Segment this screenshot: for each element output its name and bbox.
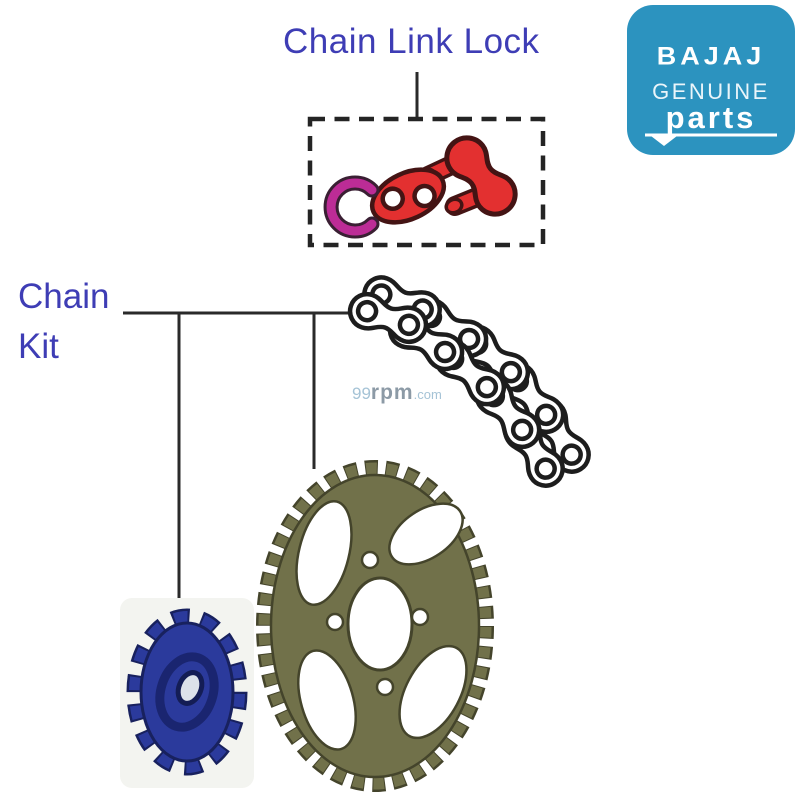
watermark-rpm: rpm	[370, 381, 414, 404]
logo-genuine-text: GENUINE	[652, 79, 770, 104]
front-sprocket-icon	[120, 598, 254, 788]
watermark-dotcom: .com	[413, 387, 442, 402]
chain-link-lock-parts	[323, 135, 518, 239]
watermark-num: 99	[352, 384, 371, 403]
chain-kit-label: Chain Kit	[18, 272, 109, 372]
logo-parts-text: parts	[665, 100, 757, 135]
bajaj-genuine-parts-logo: BAJAJ GENUINE parts	[627, 5, 795, 155]
chain-link-lock-box	[307, 116, 546, 248]
watermark: 99rpm.com	[352, 381, 442, 405]
callout-lines	[123, 72, 419, 611]
chain-kit-label-line1: Chain	[18, 277, 110, 316]
chain-link-lock-label: Chain Link Lock	[283, 22, 540, 61]
logo-underline	[645, 133, 777, 146]
rear-sprocket-icon	[256, 460, 494, 792]
chain-kit-label-line2: Kit	[18, 327, 59, 366]
link-plate-icon	[369, 167, 447, 225]
c-clip-icon	[323, 175, 380, 239]
logo-brand-text: BAJAJ	[656, 42, 766, 70]
drive-chain-icon	[346, 273, 595, 492]
